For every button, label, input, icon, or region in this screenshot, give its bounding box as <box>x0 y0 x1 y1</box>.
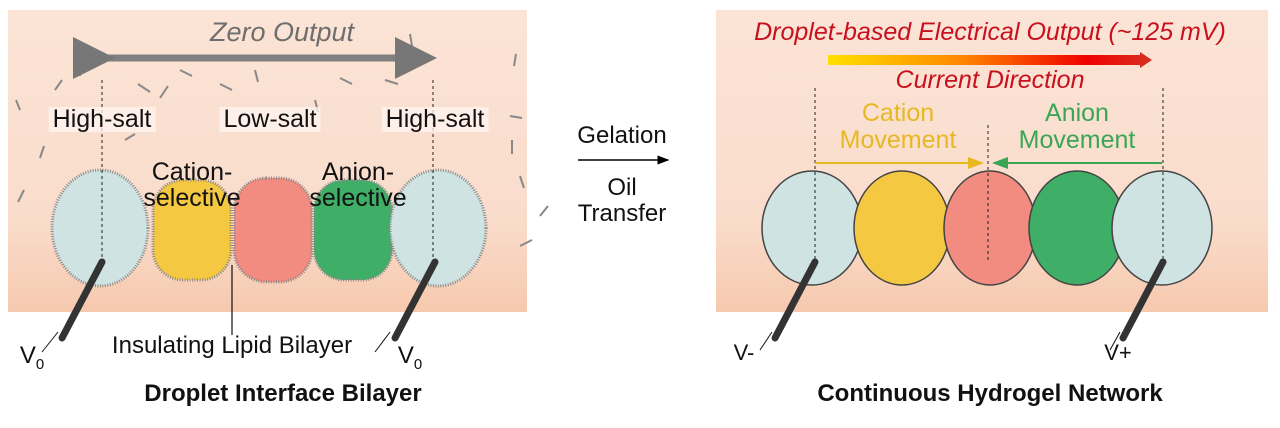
hydrogel-green <box>1028 170 1126 286</box>
electrode-plus <box>1119 258 1167 342</box>
electrode-left <box>58 258 106 342</box>
dib-droplets <box>50 168 488 288</box>
droplet-high-salt-left <box>50 168 150 288</box>
high-salt-left-label: High-salt <box>48 107 156 132</box>
electrode-minus <box>771 258 819 342</box>
droplet-high-salt-right <box>388 168 488 288</box>
transfer-label: Transfer <box>577 200 667 227</box>
hydrogel-blue-right <box>1111 170 1213 286</box>
v0-left-label: V0 <box>19 342 45 373</box>
cation-selective-label-1: Cation- <box>151 158 233 186</box>
right-panel-title: Continuous Hydrogel Network <box>817 380 1163 407</box>
cation-movement-label-1: Cation <box>861 99 935 127</box>
droplet-low-salt <box>232 176 314 284</box>
bilayer-label: Insulating Lipid Bilayer <box>111 332 353 359</box>
v0-right-label: V0 <box>397 342 423 373</box>
low-salt-label: Low-salt <box>219 107 321 132</box>
hydrogel-droplets <box>761 170 1213 286</box>
v-plus-label: V+ <box>1104 340 1132 365</box>
droplet-cation-selective <box>151 178 233 282</box>
zero-output-label: Zero Output <box>209 17 355 47</box>
current-direction-label: Current Direction <box>895 66 1085 94</box>
left-panel-title: Droplet Interface Bilayer <box>144 380 422 407</box>
high-salt-right-label: High-salt <box>381 107 489 132</box>
current-direction-arrow <box>828 52 1152 68</box>
cation-movement-label-2: Movement <box>839 126 957 154</box>
anion-movement-label-2: Movement <box>1018 126 1136 154</box>
anion-selective-label-1: Anion- <box>321 158 395 186</box>
cation-selective-label-2: selective <box>143 184 241 212</box>
hydrogel-yellow <box>853 170 951 286</box>
v-minus-label: V- <box>733 340 755 365</box>
anion-selective-label-2: selective <box>309 184 407 212</box>
hydrogel-red <box>943 170 1037 286</box>
electrical-output-label: Droplet-based Electrical Output (~125 mV… <box>754 18 1226 46</box>
electrode-right <box>391 258 439 342</box>
anion-movement-label-1: Anion <box>1045 99 1109 127</box>
oil-label: Oil <box>607 174 637 201</box>
gelation-label: Gelation <box>577 122 667 149</box>
